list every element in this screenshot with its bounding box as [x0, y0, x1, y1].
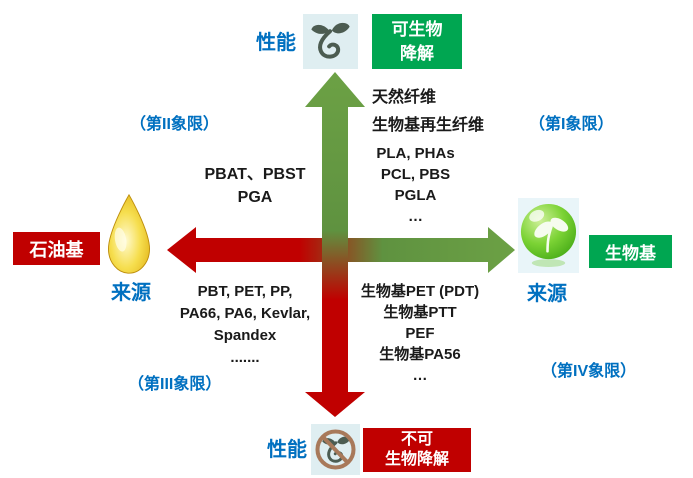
polymer-item: Spandex — [213, 327, 277, 344]
quadrant1-fibers: 天然纤维 生物基再生纤维 — [372, 84, 484, 140]
banned-seedling-icon — [311, 424, 360, 475]
non-biodegradable-box: 不可 生物降解 — [363, 428, 471, 472]
fiber-item: 生物基再生纤维 — [372, 117, 485, 134]
quadrant2-label: （第II象限） — [130, 116, 219, 133]
petroleum-based-box: 石油基 — [13, 232, 100, 265]
polymer-item: PGLA — [394, 187, 437, 204]
biodegradable-box: 可生物 降解 — [372, 14, 462, 69]
left-source-label: 来源 — [111, 282, 151, 304]
polymer-item: 生物基PA56 — [379, 346, 461, 363]
top-performance-label: 性能 — [256, 32, 296, 54]
seedling-icon — [303, 14, 358, 69]
non-biodegradable-box-line2: 生物降解 — [384, 451, 449, 468]
quadrant1-label: （第I象限） — [529, 116, 614, 133]
polymer-item: … — [408, 208, 423, 225]
bio-leaf-sphere-icon — [518, 198, 579, 273]
polymer-item: PCL, PBS — [380, 166, 451, 183]
polymer-item: PGA — [237, 189, 273, 206]
fiber-item: 天然纤维 — [372, 89, 437, 106]
quadrant4-polymers: 生物基PET (PDT) 生物基PTT PEF 生物基PA56 … — [340, 281, 500, 386]
polymer-item: PLA, PHAs — [376, 145, 455, 162]
polymer-item: 生物基PET (PDT) — [360, 283, 480, 300]
polymer-item: ....... — [230, 349, 260, 366]
right-source-label: 来源 — [527, 283, 567, 305]
bio-based-box: 生物基 — [589, 235, 672, 268]
quadrant3-label: （第III象限） — [128, 376, 222, 393]
quadrant1-polymers: PLA, PHAs PCL, PBS PGLA … — [358, 143, 473, 227]
non-biodegradable-box-line1: 不可 — [400, 431, 433, 448]
performance-axis-arrow — [305, 72, 365, 417]
polymer-item: PBT, PET, PP, — [197, 283, 293, 300]
quadrant3-polymers: PBT, PET, PP, PA66, PA6, Kevlar, Spandex… — [157, 281, 333, 369]
bottom-performance-label: 性能 — [267, 439, 307, 461]
oil-drop-icon — [101, 192, 157, 276]
quadrant2-polymers: PBAT、PBST PGA — [195, 163, 315, 209]
polymer-item: 生物基PTT — [383, 304, 457, 321]
polymer-item: … — [412, 367, 428, 384]
polymer-item: PBAT、PBST — [204, 166, 306, 183]
biodegradable-box-line2: 降解 — [400, 43, 434, 63]
quadrant4-label: （第IV象限） — [541, 363, 637, 380]
polymer-item: PA66, PA6, Kevlar, — [179, 305, 311, 322]
biodegradable-box-line1: 可生物 — [391, 19, 443, 39]
polymer-item: PEF — [405, 325, 435, 342]
